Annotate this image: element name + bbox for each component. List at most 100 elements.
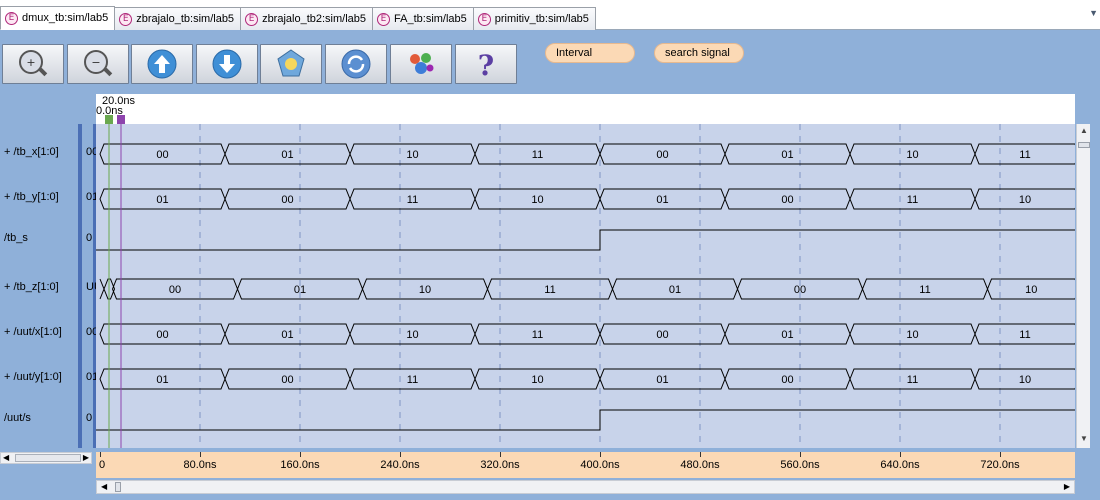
bus-segment: [986, 278, 1075, 300]
bus-segment: [974, 368, 1075, 390]
scroll-left-arrow[interactable]: ◀: [3, 453, 10, 462]
bus-undefined-segment: [99, 278, 116, 300]
time-axis-label: 480.0ns: [680, 459, 720, 471]
bus-segment: [974, 143, 1075, 165]
signal-name[interactable]: + /uut/x[1:0]: [4, 326, 62, 338]
entity-icon: E: [119, 12, 133, 26]
bus-value-label: 11: [919, 284, 930, 296]
bus-value-label: 01: [156, 374, 168, 386]
bus-value-label: 10: [1025, 284, 1037, 296]
bus-value-label: 10: [406, 329, 418, 341]
signal-value: 01: [86, 191, 96, 203]
bus-value-label: 11: [532, 149, 543, 161]
bus-value-label: 10: [1019, 194, 1031, 206]
zoom-in-button[interactable]: +: [2, 44, 64, 84]
bus-segment: [974, 188, 1075, 210]
refresh-icon: [341, 49, 371, 79]
wave-scroll-left-arrow[interactable]: ◀: [101, 482, 108, 491]
cursor-secondary-marker[interactable]: [117, 115, 125, 124]
cursor-primary-label: 20.0ns: [102, 95, 136, 107]
name-scroll-thumb[interactable]: [15, 454, 81, 462]
tab-label: FA_tb:sim/lab5: [394, 13, 467, 25]
name-column-divider[interactable]: [78, 124, 82, 448]
cluster-button[interactable]: [390, 44, 452, 84]
bus-value-label: 10: [906, 149, 918, 161]
search-signal-field[interactable]: search signal: [654, 43, 744, 63]
vertical-scrollbar[interactable]: ▲ ▼: [1076, 124, 1090, 448]
bus-value-label: 11: [544, 284, 555, 296]
svg-text:?: ?: [478, 49, 494, 81]
signal-name[interactable]: /tb_s: [4, 232, 28, 244]
signal-value: 0: [86, 412, 93, 424]
cursor-secondary-label: 0.0ns: [96, 105, 123, 117]
entity-icon: E: [245, 12, 259, 26]
time-axis-label: 320.0ns: [480, 459, 520, 471]
bus-value-label: 10: [906, 329, 918, 341]
scroll-down-arrow[interactable]: ▼: [1080, 434, 1088, 443]
wave-column-divider[interactable]: [93, 124, 97, 448]
cluster-icon: [410, 53, 434, 74]
help-button[interactable]: ?: [455, 44, 517, 84]
bus-value-label: 01: [281, 149, 293, 161]
bit-waveform: [96, 229, 1075, 251]
waveform-background: [96, 124, 1075, 448]
signal-name[interactable]: /uut/s: [4, 412, 31, 424]
signal-value: 00: [86, 146, 96, 158]
scroll-up-arrow[interactable]: ▲: [1080, 126, 1088, 135]
tab-label: zbrajalo_tb2:sim/lab5: [262, 13, 367, 25]
time-axis-label: 80.0ns: [183, 459, 217, 471]
signal-name[interactable]: + /tb_z[1:0]: [4, 281, 59, 293]
signal-name[interactable]: + /tb_y[1:0]: [4, 191, 59, 203]
zoom-fit-button[interactable]: [260, 44, 322, 84]
bus-value-label: 11: [907, 374, 918, 386]
tab-scroll-right-arrow[interactable]: ▼: [1089, 8, 1098, 18]
bus-segment: [974, 323, 1075, 345]
scroll-right-arrow[interactable]: ▶: [82, 453, 89, 462]
arrow-up-icon: [147, 49, 177, 79]
bus-value-label: 01: [294, 284, 306, 296]
tab-label: primitiv_tb:sim/lab5: [494, 13, 589, 25]
vertical-scroll-thumb[interactable]: [1078, 142, 1090, 148]
time-axis-tick: [200, 452, 201, 457]
signal-name[interactable]: + /tb_x[1:0]: [4, 146, 59, 158]
refresh-button[interactable]: [325, 44, 387, 84]
bus-value-label: 11: [1019, 329, 1030, 341]
bus-value-label: 11: [907, 194, 918, 206]
signal-value: 00: [86, 326, 96, 338]
wave-horizontal-scrollbar[interactable]: ◀ ▶: [96, 480, 1075, 494]
time-axis-label: 560.0ns: [780, 459, 820, 471]
time-axis-label: 0: [98, 459, 106, 471]
help-icon: ?: [478, 49, 494, 81]
svg-text:+: +: [26, 56, 35, 69]
time-axis-label: 720.0ns: [980, 459, 1020, 471]
bus-value-label: 11: [407, 194, 418, 206]
interval-field[interactable]: Interval: [545, 43, 635, 63]
signal-value: 01: [86, 371, 96, 383]
bus-value-label: 11: [1019, 149, 1030, 161]
zoom-fit-icon: [277, 49, 305, 77]
zoom-out-button[interactable]: −: [67, 44, 129, 84]
entity-icon: E: [377, 12, 391, 26]
name-horizontal-scrollbar[interactable]: ◀ ▶: [0, 452, 92, 464]
bus-value-label: 11: [407, 374, 418, 386]
time-axis-label: 640.0ns: [880, 459, 920, 471]
time-axis-label: 400.0ns: [580, 459, 620, 471]
bus-value-label: 01: [281, 329, 293, 341]
signal-name[interactable]: + /uut/y[1:0]: [4, 371, 62, 383]
move-up-button[interactable]: [131, 44, 193, 84]
time-axis-tick: [100, 452, 101, 457]
move-down-button[interactable]: [196, 44, 258, 84]
wave-scroll-right-arrow[interactable]: ▶: [1063, 482, 1070, 491]
bus-value-label: 00: [781, 194, 793, 206]
wave-scroll-thumb[interactable]: [115, 482, 121, 492]
tab-label: zbrajalo_tb:sim/lab5: [136, 13, 235, 25]
cursor-primary-marker[interactable]: [105, 115, 113, 124]
